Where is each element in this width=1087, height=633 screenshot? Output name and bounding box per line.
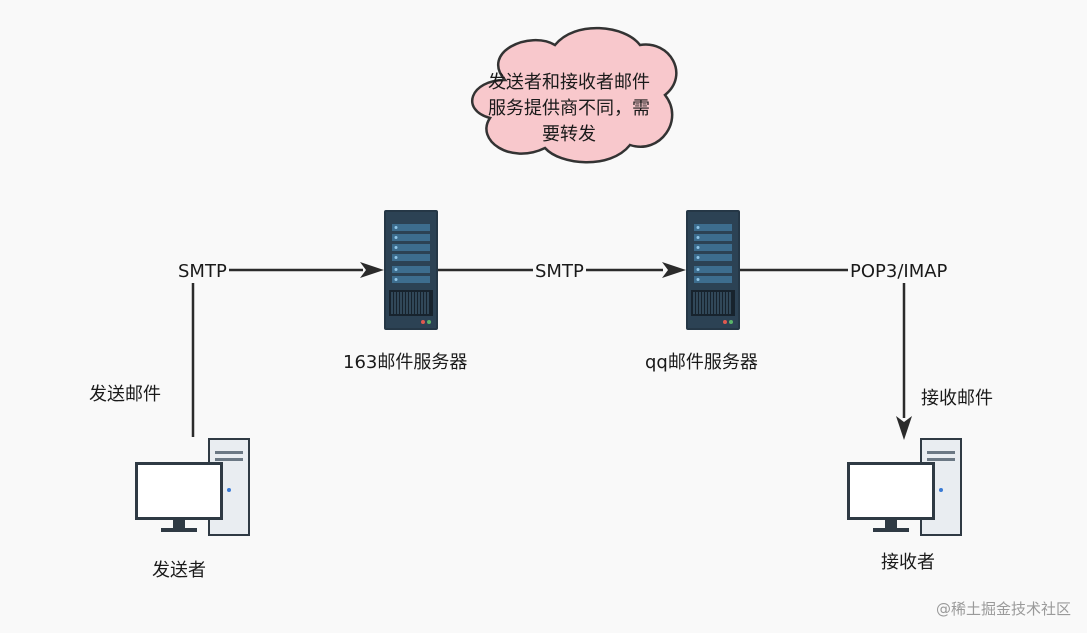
- edge-label-smtp-1: SMTP: [176, 261, 229, 283]
- receiver-label: 接收者: [881, 552, 935, 573]
- receiver-computer-icon: [847, 438, 962, 536]
- edge-sender-to-server1: [191, 268, 363, 437]
- label-send-mail: 发送邮件: [89, 384, 161, 405]
- sender-label: 发送者: [152, 560, 206, 581]
- edge-label-smtp-2: SMTP: [533, 261, 586, 283]
- server-163-label: 163邮件服务器: [343, 352, 468, 373]
- server-qq-label: qq邮件服务器: [645, 352, 758, 373]
- note-cloud: [471, 26, 678, 164]
- sender-computer-icon: [135, 438, 250, 536]
- server-qq-icon: [685, 209, 741, 331]
- edge-server2-to-receiver: [739, 268, 906, 418]
- label-receive-mail: 接收邮件: [921, 388, 993, 409]
- cloud-note-text: 发送者和接收者邮件服务提供商不同，需要转发: [488, 72, 650, 145]
- arrowhead-to-server1: [360, 262, 384, 278]
- edge-label-pop3-imap: POP3/IMAP: [848, 261, 950, 283]
- arrowhead-to-server2: [662, 262, 686, 278]
- watermark: @稀土掘金技术社区: [935, 600, 1071, 618]
- server-163-icon: [383, 209, 439, 331]
- arrowhead-to-receiver: [896, 416, 912, 440]
